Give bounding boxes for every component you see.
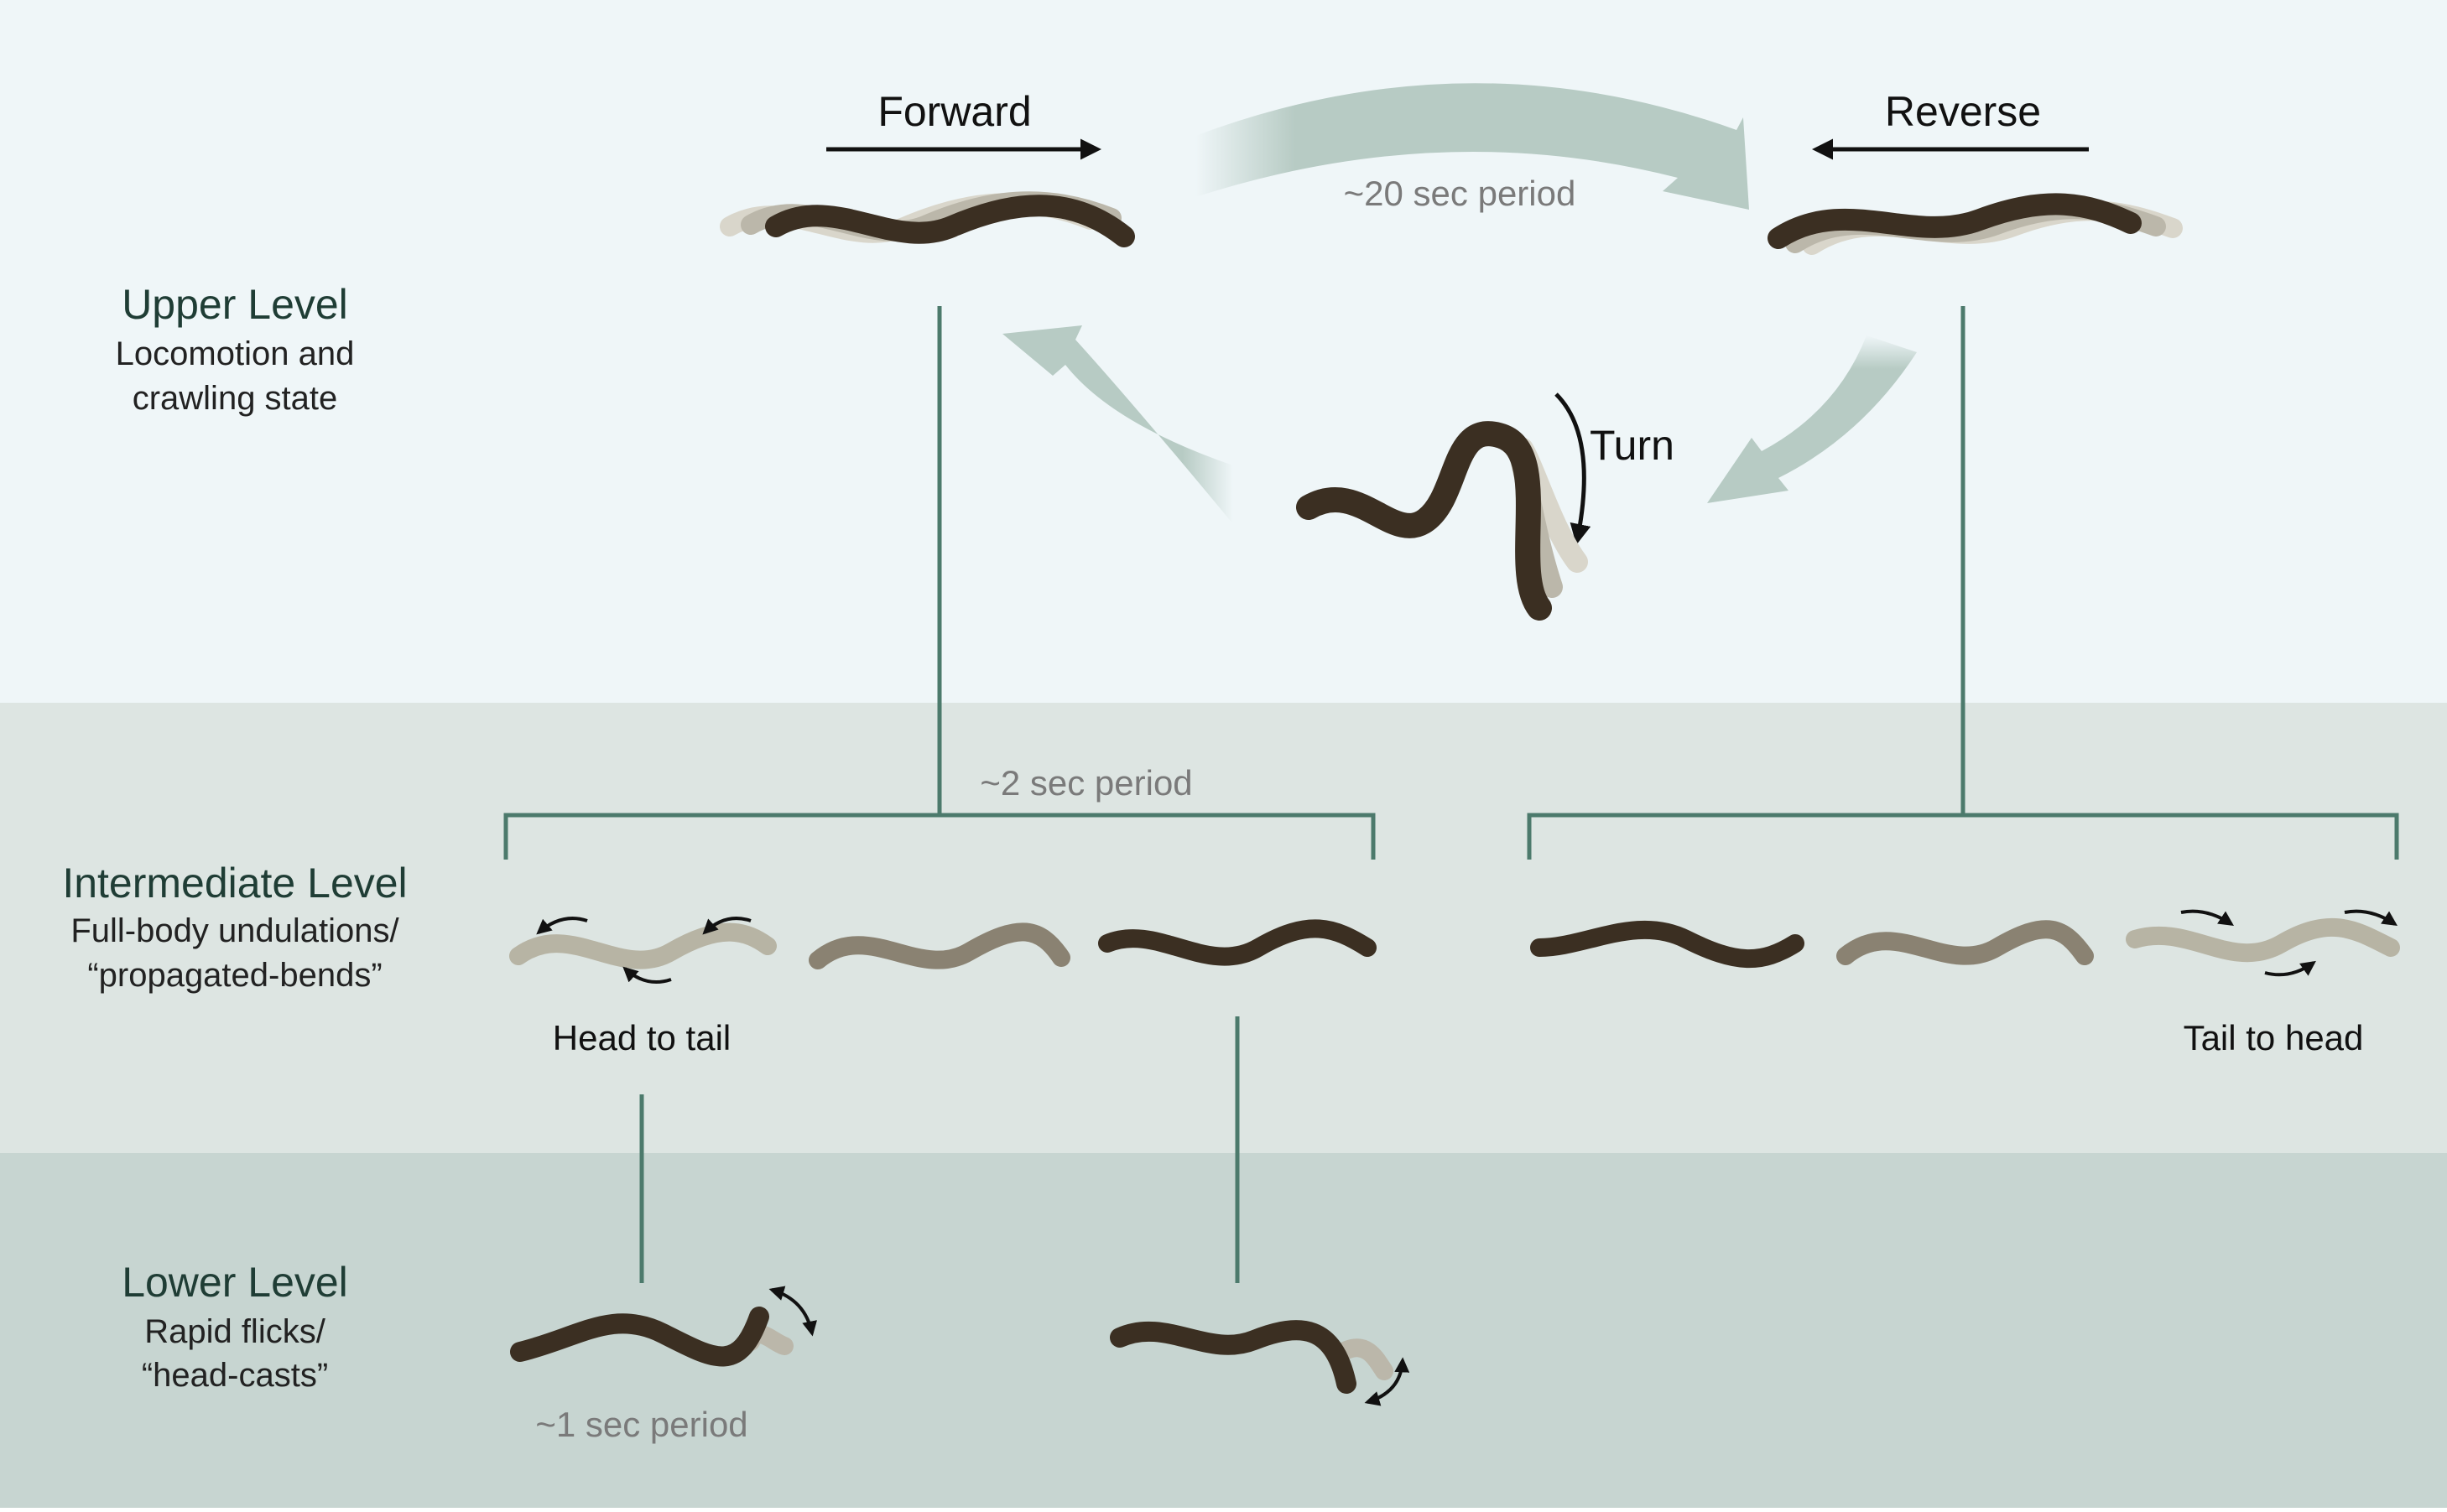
lower-level-desc-line2: “head-casts”	[142, 1357, 328, 1394]
head-to-tail-label: Head to tail	[553, 1018, 731, 1057]
head-cast-flick-arrow-1	[768, 1286, 817, 1337]
tail-to-head-label: Tail to head	[2184, 1018, 2364, 1057]
reverse-label: Reverse	[1885, 88, 2041, 135]
reverse-wave-worm-1	[1530, 920, 1804, 969]
upper-period-label: ~20 sec period	[1344, 174, 1576, 213]
forward-wave-worm-2	[809, 922, 1070, 969]
reverse-to-turn-arrow	[1707, 335, 1917, 503]
forward-wave-worm-3	[1098, 919, 1377, 966]
intermediate-level-title: Intermediate Level	[62, 860, 407, 907]
upper-level-band	[0, 0, 2447, 703]
intermediate-level-desc-line2: “propagated-bends”	[87, 957, 382, 994]
hierarchy-connectors	[503, 306, 2399, 1283]
upper-level-label: Upper Level Locomotion and crawling stat…	[116, 281, 355, 417]
upper-level-desc-line1: Locomotion and	[116, 335, 355, 372]
forward-label: Forward	[877, 88, 1031, 135]
turning-worm	[1296, 421, 1588, 621]
reverse-wave-worm-3	[2126, 917, 2400, 963]
turn-label: Turn	[1590, 422, 1674, 469]
forward-to-reverse-arrow	[1195, 83, 1749, 210]
turn-direction-arrow	[1554, 392, 1591, 545]
lower-level-label: Lower Level Rapid flicks/ “head-casts”	[122, 1259, 348, 1394]
upper-level-title: Upper Level	[122, 281, 348, 328]
reverse-wave-worm-2	[1836, 920, 2094, 965]
head-cast-flick-arrow-2	[1364, 1357, 1410, 1406]
lower-level-band	[0, 1153, 2447, 1508]
lower-period-label: ~1 sec period	[535, 1405, 747, 1444]
head-to-tail-arrows	[536, 917, 752, 984]
tail-to-head-arrows	[2180, 909, 2398, 977]
reverse-bracket	[1527, 813, 2399, 860]
head-cast-worm-1	[510, 1307, 794, 1367]
intermediate-level-desc-line1: Full-body undulations/	[70, 912, 399, 949]
intermediate-reverse-worms	[1530, 917, 2400, 969]
lower-level-title: Lower Level	[122, 1259, 348, 1306]
intermediate-forward-worms	[509, 919, 1377, 969]
forward-wave-worm-1	[509, 922, 777, 969]
intermediate-level-label: Intermediate Level Full-body undulations…	[62, 860, 407, 994]
forward-worm-upper	[720, 191, 1135, 247]
lower-level-desc-line1: Rapid flicks/	[144, 1313, 326, 1350]
intermediate-period-label: ~2 sec period	[980, 763, 1192, 803]
turn-to-forward-arrow	[1002, 325, 1233, 524]
forward-bracket	[503, 813, 1376, 860]
reverse-worm-upper	[1768, 193, 2183, 255]
upper-level-desc-line2: crawling state	[133, 380, 338, 417]
